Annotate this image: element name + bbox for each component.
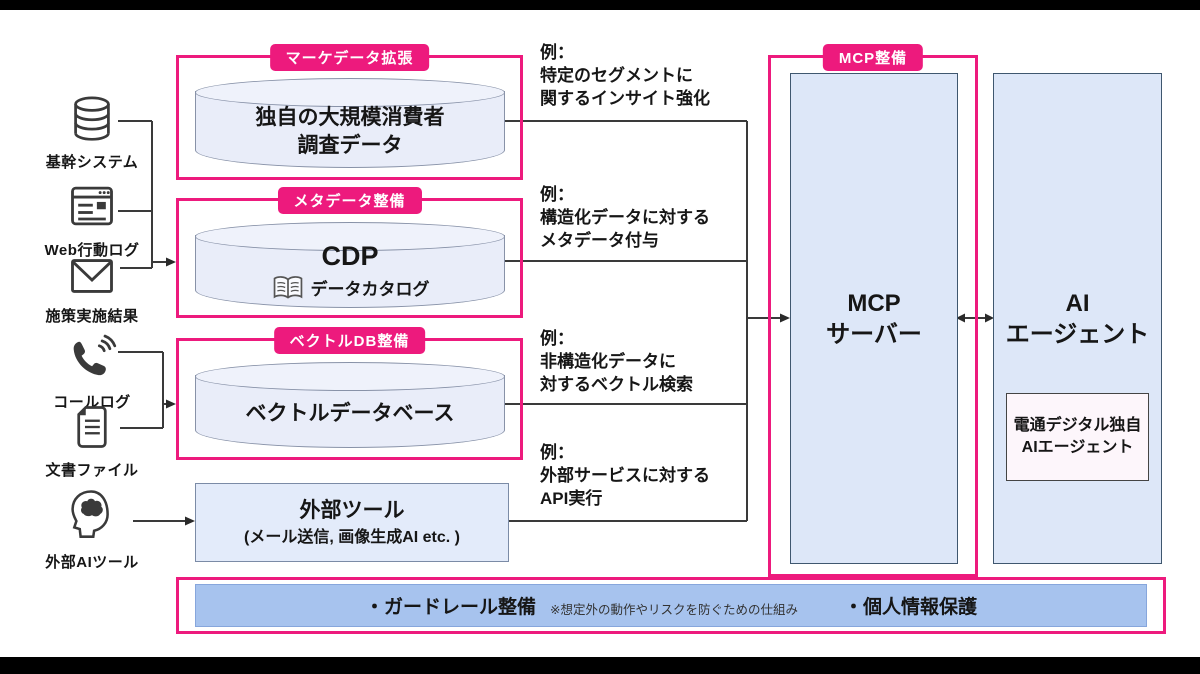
example-vector-search: 例： 非構造化データに 対するベクトル検索 bbox=[540, 329, 693, 394]
tag-metadata-maintenance: メタデータ整備 bbox=[277, 187, 422, 214]
dentsu-agent-box: 電通デジタル独自 AIエージェント bbox=[1006, 393, 1149, 481]
dentsu-agent-line2: AIエージェント bbox=[1021, 439, 1134, 456]
vector-db-cylinder: ベクトルデータベース bbox=[195, 362, 505, 448]
source-campaign-result: 施策実施結果 bbox=[22, 254, 162, 326]
cdp-title: CDP bbox=[321, 241, 379, 271]
source-call-log: コールログ bbox=[22, 332, 162, 412]
guardrail-frame: ・ガードレール整備 ※想定外の動作やリスクを防ぐための仕組み ・個人情報保護 bbox=[176, 577, 1166, 634]
brain-icon bbox=[71, 490, 109, 538]
document-icon bbox=[77, 406, 107, 448]
tag-mcp-maintenance: MCP整備 bbox=[822, 44, 924, 71]
source-label: 外部AIツール bbox=[45, 554, 139, 571]
mcp-server-line2: サーバー bbox=[826, 321, 922, 349]
external-tools-box: 外部ツール (メール送信, 画像生成AI etc. ) bbox=[195, 483, 509, 562]
external-tools-title: 外部ツール bbox=[299, 498, 405, 522]
guardrail-item: ・ガードレール整備 bbox=[364, 597, 536, 618]
tag-vector-db-maintenance: ベクトルDB整備 bbox=[273, 327, 426, 354]
source-external-ai-tool: 外部AIツール bbox=[22, 488, 162, 572]
privacy-item: ・個人情報保護 bbox=[843, 597, 977, 618]
ai-agent-line1: AI bbox=[1065, 290, 1090, 317]
envelope-icon bbox=[71, 259, 113, 293]
browser-icon bbox=[71, 186, 113, 226]
external-tools-subtitle: (メール送信, 画像生成AI etc. ) bbox=[243, 529, 460, 547]
example-insight: 例： 特定のセグメントに 関するインサイト強化 bbox=[540, 43, 710, 108]
guardrail-note: ※想定外の動作やリスクを防ぐための仕組み bbox=[550, 602, 798, 617]
vector-db-group: ベクトルDB整備 ベクトルデータベース bbox=[176, 327, 523, 460]
survey-data-title-line2: 調査データ bbox=[297, 134, 403, 158]
source-label: 基幹システム bbox=[45, 154, 139, 171]
tag-marketing-data-expansion: マーケデータ拡張 bbox=[269, 44, 430, 71]
vector-db-title: ベクトルデータベース bbox=[245, 402, 455, 425]
source-label: コールログ bbox=[53, 394, 131, 411]
survey-data-title-line1: 独自の大規模消費者 bbox=[255, 106, 445, 129]
source-label: Web行動ログ bbox=[44, 242, 140, 259]
data-catalog-book-icon bbox=[273, 275, 302, 299]
marketing-data-group: マーケデータ拡張 独自の大規模消費者 調査データ bbox=[176, 44, 523, 180]
example-api: 例： 外部サービスに対する API実行 bbox=[540, 443, 710, 508]
source-label: 文書ファイル bbox=[45, 462, 139, 479]
survey-data-cylinder: 独自の大規模消費者 調査データ bbox=[195, 78, 505, 168]
guardrail-bar: ・ガードレール整備 ※想定外の動作やリスクを防ぐための仕組み ・個人情報保護 bbox=[195, 584, 1147, 627]
source-doc-file: 文書ファイル bbox=[22, 402, 162, 480]
ai-agent-box: AI エージェント 電通デジタル独自 AIエージェント bbox=[993, 73, 1162, 564]
mcp-server-box: MCP サーバー bbox=[790, 73, 958, 564]
cdp-subtitle: データカタログ bbox=[310, 280, 430, 300]
database-icon bbox=[74, 96, 110, 141]
phone-icon bbox=[73, 334, 117, 376]
mcp-server-line1: MCP bbox=[847, 290, 901, 317]
cdp-group: メタデータ整備 CDP データカタログ bbox=[176, 187, 523, 318]
source-label: 施策実施結果 bbox=[45, 308, 139, 325]
cdp-cylinder: CDP データカタログ bbox=[195, 222, 505, 308]
letterbox-bottom bbox=[0, 657, 1200, 674]
dentsu-agent-line1: 電通デジタル独自 bbox=[1013, 417, 1142, 435]
ai-agent-line2: エージェント bbox=[1005, 321, 1150, 349]
example-metadata: 例： 構造化データに対する メタデータ付与 bbox=[540, 185, 710, 250]
mcp-group: MCP整備 bbox=[768, 44, 978, 577]
source-web-log: Web行動ログ bbox=[22, 180, 162, 260]
source-core-system: 基幹システム bbox=[22, 94, 162, 172]
letterbox-top bbox=[0, 0, 1200, 10]
